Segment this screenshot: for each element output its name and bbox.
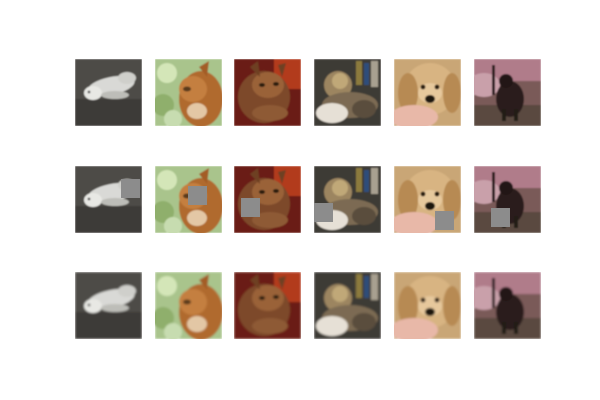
occlusion-patch <box>435 211 454 230</box>
photo-orange-cat-in-garden <box>155 59 222 126</box>
occlusion-patch <box>188 186 207 205</box>
occlusion-patch <box>491 208 510 227</box>
thumbnail-reconstructed-5 <box>394 272 461 339</box>
photo-orange-cat-in-garden <box>155 272 222 339</box>
thumbnail-original-1 <box>75 59 142 126</box>
photo-white-kitten-lying <box>75 272 142 339</box>
thumbnail-reconstructed-2 <box>155 272 222 339</box>
occlusion-patch <box>121 179 140 198</box>
thumbnail-occluded-1 <box>75 166 142 233</box>
thumbnail-original-3 <box>234 59 301 126</box>
thumbnail-original-4 <box>314 59 381 126</box>
occlusion-patch <box>241 198 260 217</box>
photo-white-kitten-lying <box>75 59 142 126</box>
photo-tabby-cat-on-red <box>234 272 301 339</box>
photo-two-cats-with-books <box>314 166 381 233</box>
photo-black-cat-standing <box>474 272 541 339</box>
photo-black-cat-standing <box>474 59 541 126</box>
thumbnail-original-2 <box>155 59 222 126</box>
thumbnail-original-5 <box>394 59 461 126</box>
thumbnail-reconstructed-6 <box>474 272 541 339</box>
occlusion-patch <box>314 203 333 222</box>
thumbnail-occluded-5 <box>394 166 461 233</box>
photo-two-cats-with-books <box>314 272 381 339</box>
photo-golden-puppy-in-hand <box>394 272 461 339</box>
thumbnail-original-6 <box>474 59 541 126</box>
thumbnail-reconstructed-4 <box>314 272 381 339</box>
photo-golden-puppy-in-hand <box>394 59 461 126</box>
thumbnail-reconstructed-3 <box>234 272 301 339</box>
thumbnail-reconstructed-1 <box>75 272 142 339</box>
thumbnail-occluded-4 <box>314 166 381 233</box>
thumbnail-occluded-3 <box>234 166 301 233</box>
photo-two-cats-with-books <box>314 59 381 126</box>
photo-golden-puppy-in-hand <box>394 166 461 233</box>
thumbnail-occluded-6 <box>474 166 541 233</box>
thumbnail-occluded-2 <box>155 166 222 233</box>
photo-tabby-cat-on-red <box>234 59 301 126</box>
photo-white-kitten-lying <box>75 166 142 233</box>
